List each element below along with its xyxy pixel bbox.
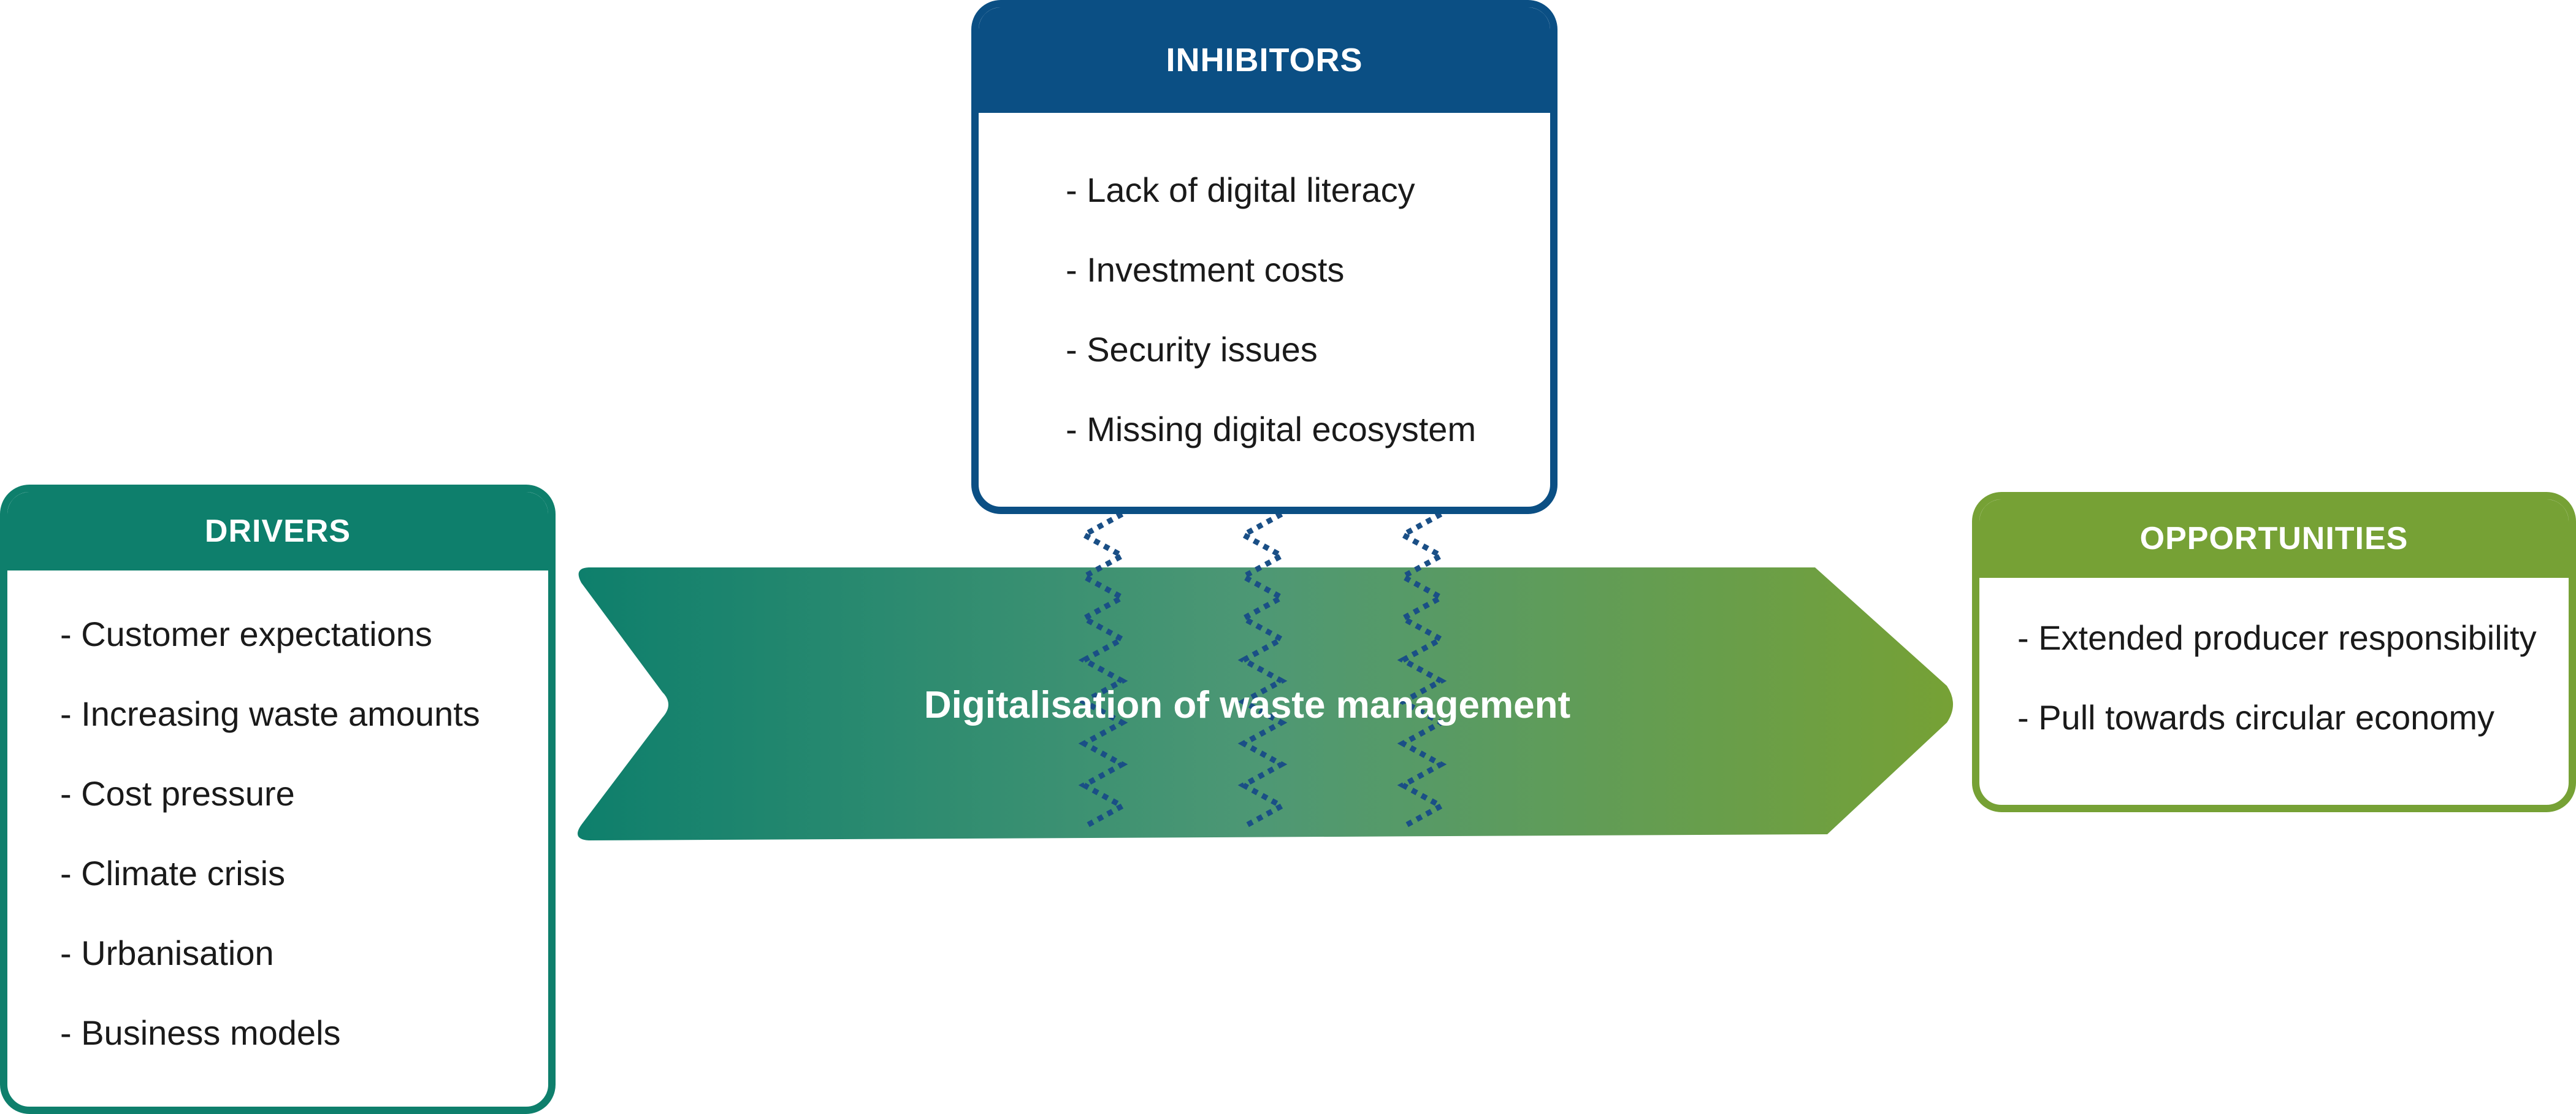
opportunities-item: - Pull towards circular economy xyxy=(2017,698,2495,737)
drivers-item: - Increasing waste amounts xyxy=(60,694,480,733)
drivers-item: - Business models xyxy=(60,1013,341,1052)
arrow-body xyxy=(578,567,1953,840)
drivers-title: DRIVERS xyxy=(7,492,548,570)
inhibitors-item: - Missing digital ecosystem xyxy=(1066,410,1477,448)
inhibitors-item: - Investment costs xyxy=(1066,250,1345,289)
inhibitors-title: INHIBITORS xyxy=(979,7,1550,113)
opportunities-box: OPPORTUNITIES - Extended producer respon… xyxy=(1972,492,2576,812)
inhibitors-item: - Security issues xyxy=(1066,330,1318,369)
zigzag-barrier-2 xyxy=(1237,512,1288,829)
opportunities-title: OPPORTUNITIES xyxy=(1979,499,2569,578)
inhibitors-box: INHIBITORS - Lack of digital literacy - … xyxy=(971,0,1557,514)
opportunities-list: - Extended producer responsibility - Pul… xyxy=(1979,618,2569,778)
drivers-item: - Customer expectations xyxy=(60,615,432,653)
drivers-list: - Customer expectations - Increasing was… xyxy=(7,615,548,1093)
drivers-item: - Urbanisation xyxy=(60,934,274,972)
drivers-item: - Cost pressure xyxy=(60,774,295,813)
inhibitors-item: - Lack of digital literacy xyxy=(1066,171,1415,209)
inhibitors-list: - Lack of digital literacy - Investment … xyxy=(979,171,1550,490)
zigzag-barrier-3 xyxy=(1397,512,1447,829)
drivers-item: - Climate crisis xyxy=(60,854,286,893)
opportunities-item: - Extended producer responsibility xyxy=(2017,618,2537,657)
process-label: Digitalisation of waste management xyxy=(923,684,1571,726)
zigzag-barrier-1 xyxy=(1078,512,1128,829)
drivers-box: DRIVERS - Customer expectations - Increa… xyxy=(0,485,556,1114)
